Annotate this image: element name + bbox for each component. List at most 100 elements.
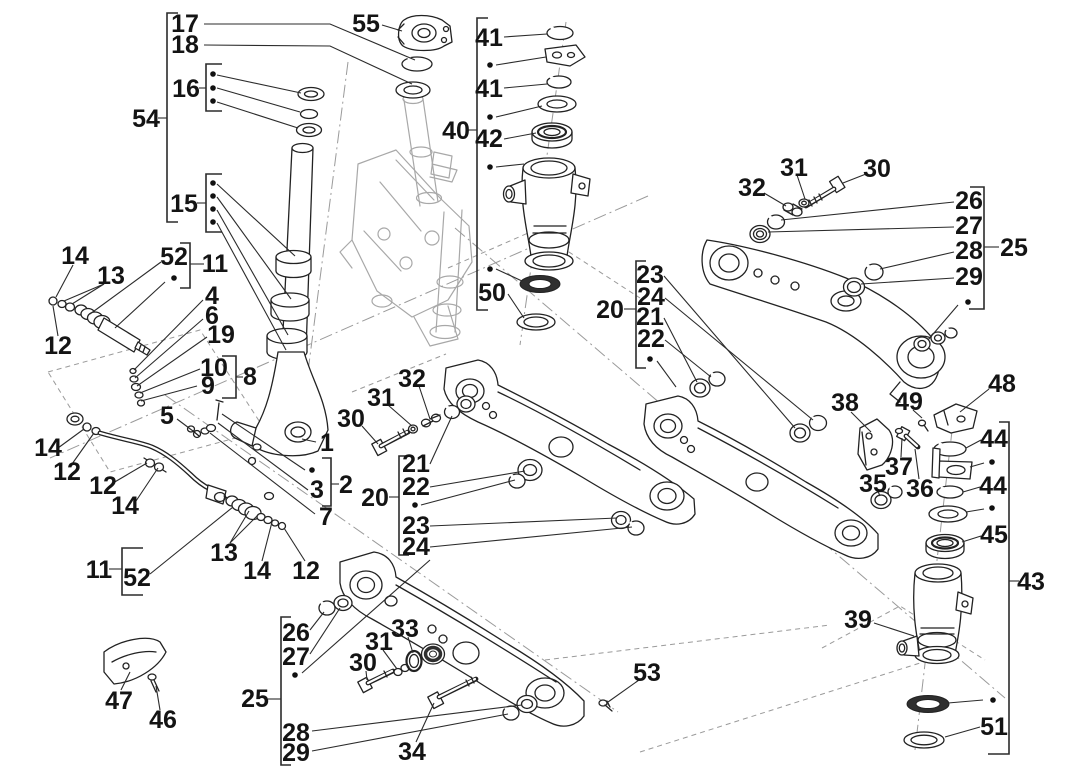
leader-line [89,261,162,315]
callout-21: 21 [402,450,430,478]
leader-line [155,685,161,711]
group-bracket [280,616,291,766]
fork-leg-art [192,86,329,501]
leader-line [503,83,548,89]
leader-line [796,174,806,200]
leader-line [495,268,523,282]
leader-line [965,508,985,513]
leader-line [216,183,296,257]
callout-19: 19 [207,321,235,349]
callout-14: 14 [111,492,139,520]
leader-line [418,385,431,420]
group-bracket [121,547,143,596]
leader-line [767,226,955,233]
leader-line [503,33,548,38]
steering-clamp-art [395,14,453,99]
callout-26: 26 [282,619,310,647]
leader-line [55,264,74,298]
leader-line [261,521,273,562]
leader-line [71,283,105,305]
group-bracket [988,421,1010,755]
leader-line [429,517,618,527]
bullet-dot [412,502,418,508]
callout-11: 11 [202,250,229,278]
leader-line [216,101,299,129]
knuckle-40-art [502,25,591,331]
leader-line [420,479,516,506]
leader-line [114,281,166,329]
leader-line [961,535,982,543]
leader-line [914,448,920,480]
callout-13: 13 [97,262,125,290]
leader-line [415,702,435,743]
leader-line [879,251,955,270]
leader-line [944,726,981,738]
leader-line [216,196,292,300]
leader-line [607,679,640,703]
callout-44: 44 [980,425,1008,453]
leader-line [382,649,398,670]
bullet-dot [210,193,216,199]
bullet-dot [487,266,493,272]
leader-line [495,163,525,168]
bullet-dot [487,62,493,68]
callout-27: 27 [282,643,310,671]
callout-49: 49 [895,388,923,416]
callout-37: 37 [885,453,913,481]
bullet-dot [210,98,216,104]
callout-31: 31 [780,154,808,182]
leader-line [664,339,712,378]
leader-line [959,388,990,413]
group-bracket [969,186,985,310]
bullet-dot [989,505,995,511]
leader-line [209,432,316,515]
callout-51: 51 [980,713,1008,741]
group-bracket [476,17,488,311]
leader-line [780,201,955,221]
callout-32: 32 [738,174,766,202]
frame-reference-art [339,93,473,347]
leader-line [63,283,105,302]
group-bracket [635,260,646,369]
callout-25: 25 [1000,234,1028,262]
callout-21: 21 [636,303,664,331]
callout-25: 25 [241,685,269,713]
leader-line [57,428,85,449]
callout-27: 27 [955,212,983,240]
callout-12: 12 [89,472,117,500]
callout-14: 14 [243,557,271,585]
callout-22: 22 [402,473,430,501]
callout-35: 35 [859,470,887,498]
leader-line [216,74,302,94]
callout-24: 24 [402,533,430,561]
bullet-dot [210,180,216,186]
arm-bottom-art [318,551,613,727]
callout-47: 47 [105,687,133,715]
leader-line [407,636,414,654]
callout-31: 31 [365,628,393,656]
leader-line [763,192,787,207]
callout-16: 16 [172,75,200,103]
callout-9: 9 [201,372,215,400]
callout-1: 1 [320,429,334,457]
callout-24: 24 [637,283,665,311]
callout-41: 41 [475,24,503,52]
leader-line [947,699,984,704]
bullet-dot [965,299,971,305]
tie-rod-art [48,296,287,531]
callout-41: 41 [475,75,503,103]
leader-line [229,514,259,544]
callout-12: 12 [53,458,81,486]
callout-30: 30 [863,155,891,183]
callout-12: 12 [44,332,72,360]
bullet-dot [210,71,216,77]
leader-line [912,409,923,419]
callout-11: 11 [86,556,113,584]
leader-line [139,368,201,394]
callout-2: 2 [339,471,353,499]
leader-line [311,713,509,752]
callout-13: 13 [210,539,238,567]
leader-line [301,438,317,443]
